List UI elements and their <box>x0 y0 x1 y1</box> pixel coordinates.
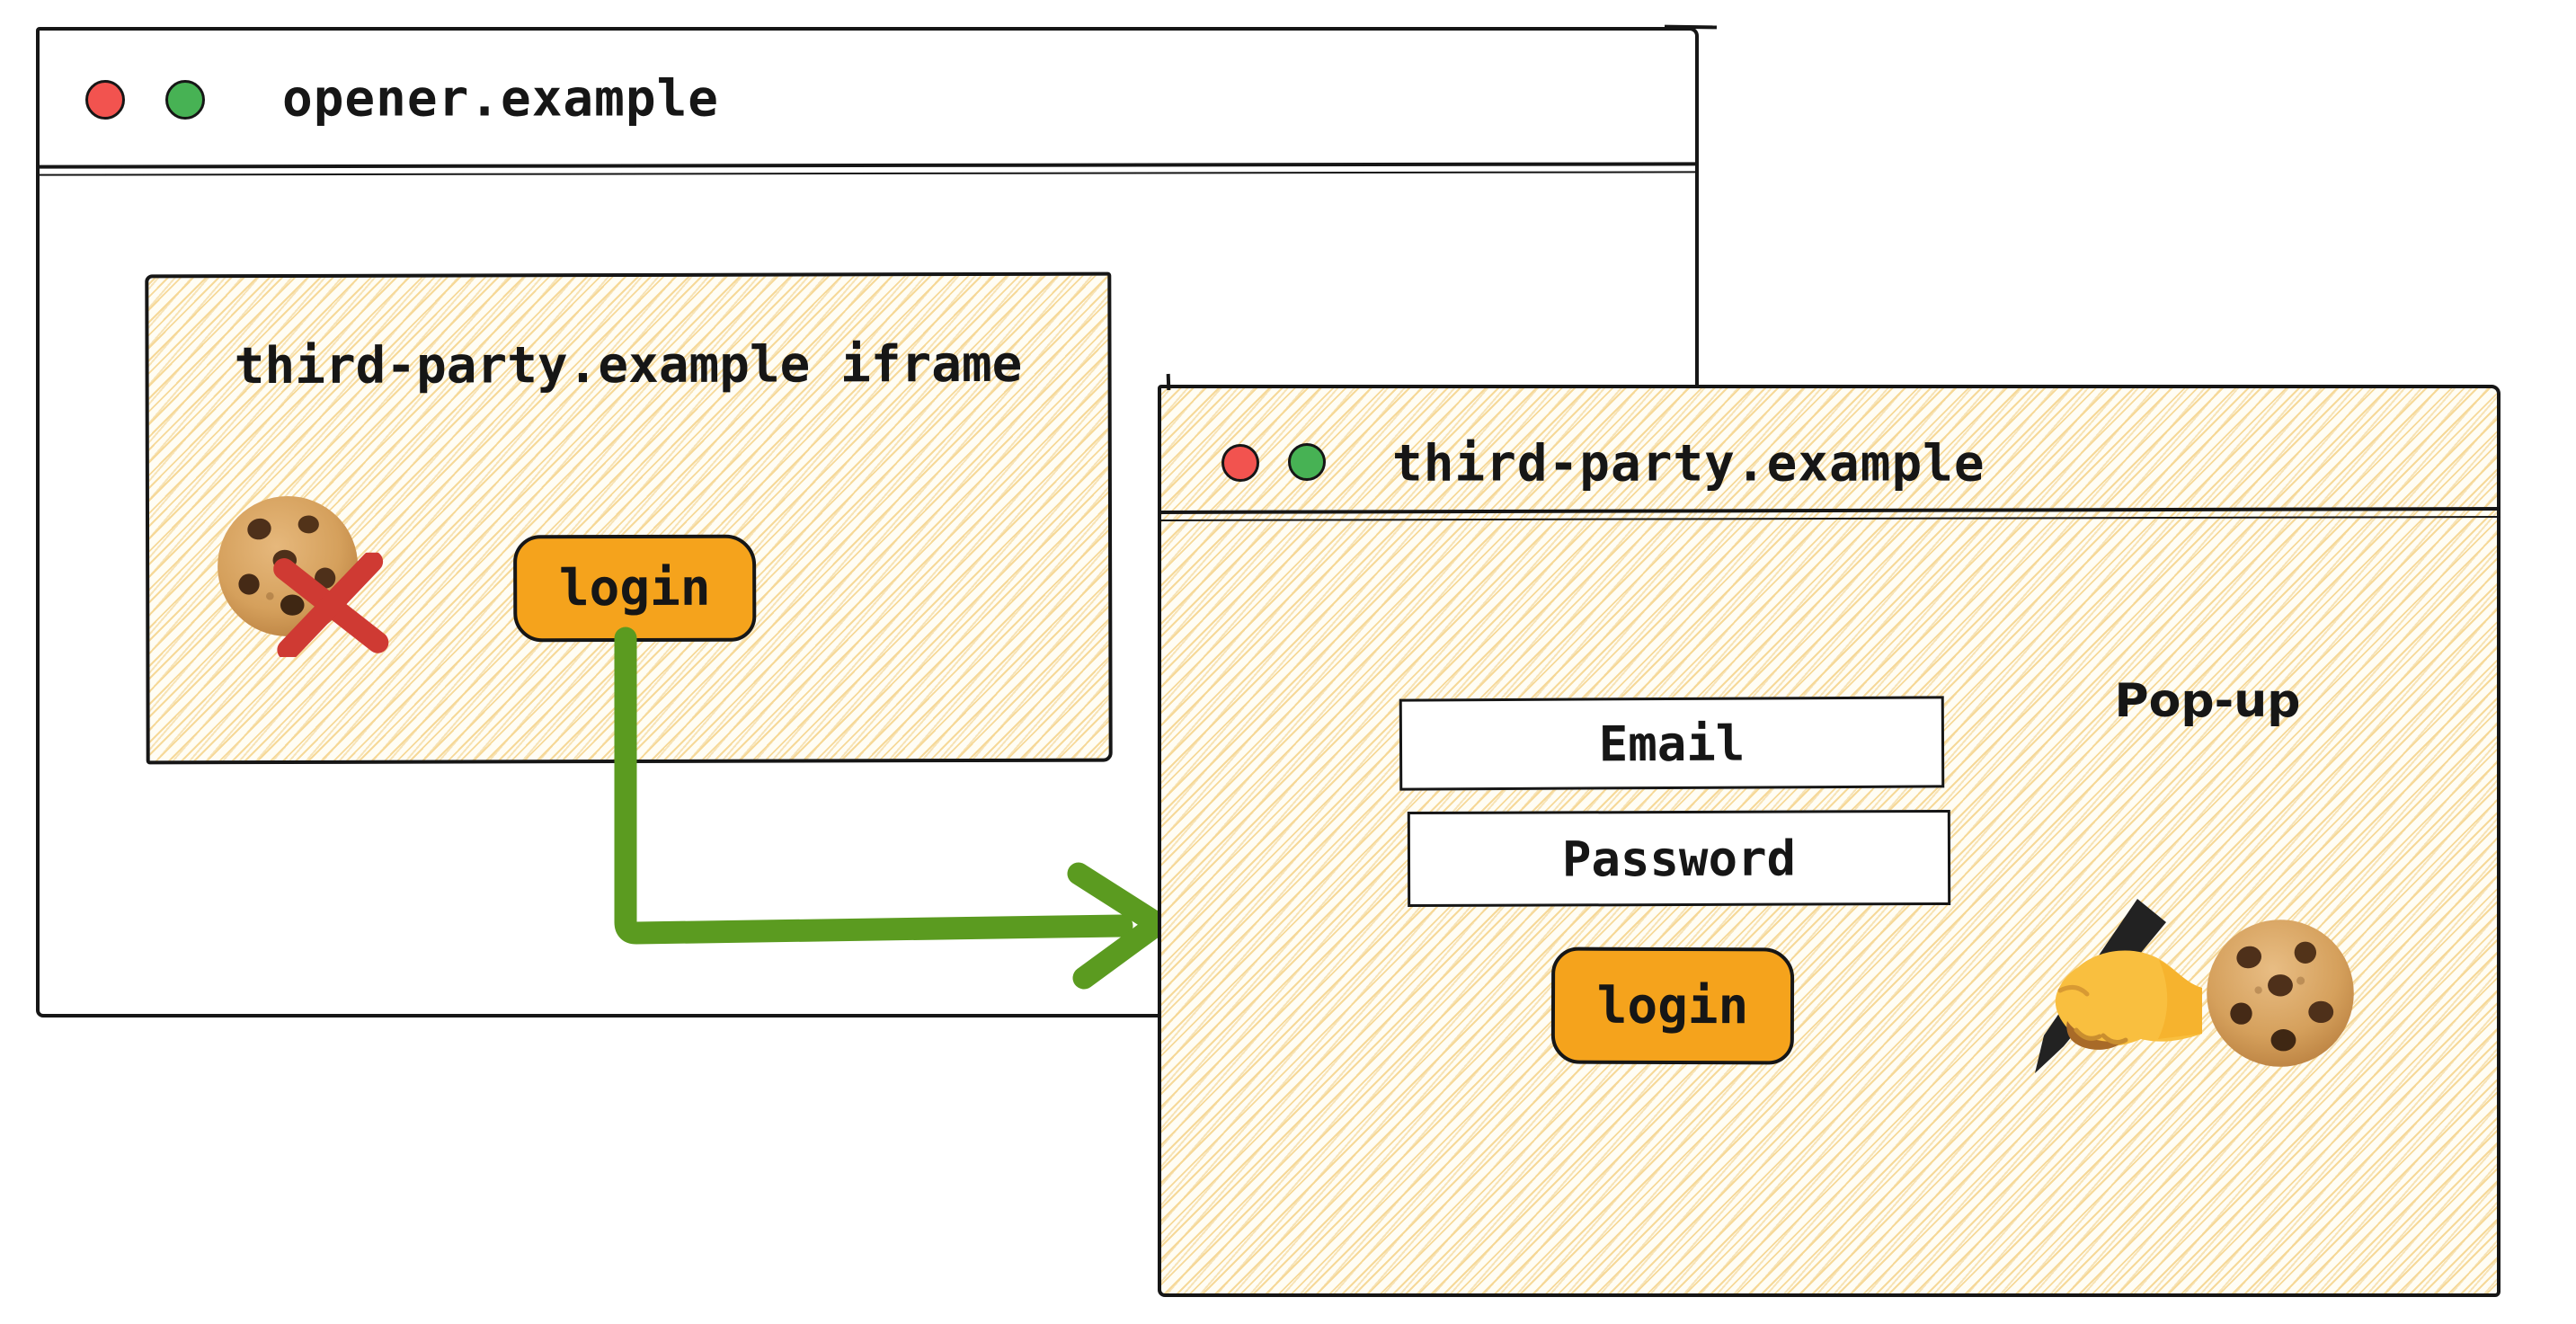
popup-titlebar: third-party.example <box>1157 388 2501 521</box>
password-field[interactable]: Password <box>1407 809 1951 908</box>
traffic-light-red-icon[interactable] <box>1221 444 1259 482</box>
email-field[interactable]: Email <box>1399 696 1945 791</box>
traffic-light-green-icon[interactable] <box>165 80 205 120</box>
iframe-title: third-party.example iframe <box>234 334 1023 396</box>
opener-titlebar: opener.example <box>35 31 1700 176</box>
iframe-login-button[interactable]: login <box>513 534 757 643</box>
third-party-iframe: third-party.example iframe <box>145 271 1113 765</box>
opener-window-title: opener.example <box>282 69 720 129</box>
popup-window: third-party.example Email Password login… <box>1157 385 2501 1297</box>
titlebar-divider <box>35 162 1700 176</box>
popup-label: Pop-up <box>2114 674 2301 728</box>
popup-window-title: third-party.example <box>1392 434 1985 493</box>
cookie-icon <box>2200 915 2360 1071</box>
writing-hand-icon <box>2024 897 2204 1077</box>
popup-login-button[interactable]: login <box>1550 946 1795 1065</box>
blocked-cross-icon <box>273 552 389 658</box>
traffic-light-green-icon[interactable] <box>1288 443 1326 481</box>
traffic-light-red-icon[interactable] <box>85 80 125 120</box>
titlebar-divider <box>1157 507 2501 521</box>
